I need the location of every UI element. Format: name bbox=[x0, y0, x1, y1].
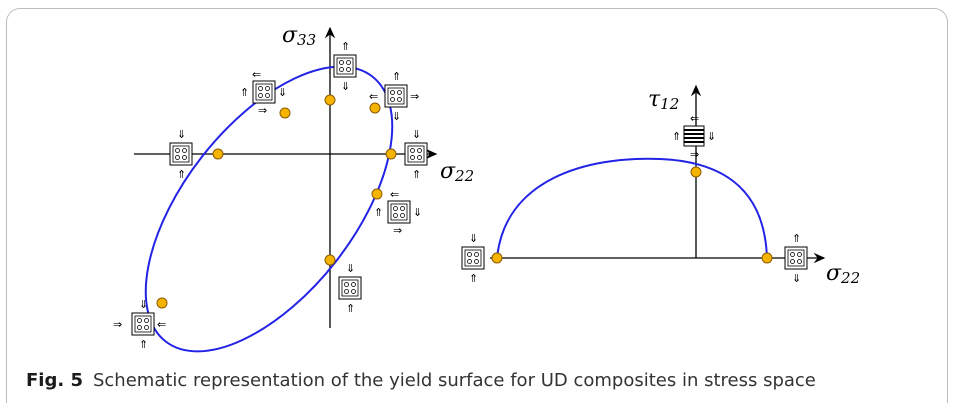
svg-text:⇐: ⇐ bbox=[157, 318, 166, 331]
svg-text:⇑: ⇑ bbox=[346, 302, 355, 315]
svg-text:⇑: ⇑ bbox=[469, 272, 478, 285]
svg-text:⇑: ⇑ bbox=[139, 338, 148, 351]
right-marker-right bbox=[761, 252, 773, 264]
left-marker-right-axis bbox=[385, 148, 397, 160]
left-stress-symbols: ⇑⇓ ⇑⇒⇐⇓ ⇐⇑⇓⇒ ⇓⇑ ⇓⇑ ⇐⇑⇓⇒ ⇓⇑ ⇓⇒⇐⇑ bbox=[113, 40, 428, 351]
svg-text:⇐: ⇐ bbox=[690, 112, 699, 125]
svg-text:⇐: ⇐ bbox=[252, 68, 261, 81]
right-marker-left bbox=[491, 252, 503, 264]
svg-text:⇓: ⇓ bbox=[469, 232, 478, 245]
svg-text:⇓: ⇓ bbox=[278, 86, 287, 99]
svg-text:⇒: ⇒ bbox=[690, 148, 699, 161]
svg-text:⇐: ⇐ bbox=[390, 188, 399, 201]
left-marker-top-left bbox=[279, 107, 291, 119]
left-y-axis-label: σ33 bbox=[282, 23, 316, 49]
right-x-axis-label: σ22 bbox=[826, 261, 860, 287]
right-y-axis-label: τ12 bbox=[648, 87, 679, 113]
right-plot: τ12 σ22 ⇓ ⇑ ⇑ ⇓ ⇐ ⇑ ⇓ ⇒ bbox=[461, 84, 860, 287]
svg-text:⇑: ⇑ bbox=[392, 70, 401, 83]
left-marker-top bbox=[324, 94, 336, 106]
svg-text:⇒: ⇒ bbox=[258, 104, 267, 117]
svg-text:⇓: ⇓ bbox=[413, 206, 422, 219]
left-marker-bottom-left bbox=[156, 297, 168, 309]
svg-text:⇑: ⇑ bbox=[177, 168, 186, 181]
left-marker-right-low bbox=[371, 188, 383, 200]
right-stress-symbols: ⇓ ⇑ ⇑ ⇓ ⇐ ⇑ ⇓ ⇒ bbox=[461, 112, 808, 285]
svg-text:⇑: ⇑ bbox=[240, 86, 249, 99]
left-marker-top-right bbox=[369, 102, 381, 114]
svg-text:⇑: ⇑ bbox=[672, 130, 681, 143]
left-marker-bottom-axis bbox=[324, 254, 336, 266]
figure-label: Fig. 5 bbox=[26, 370, 83, 391]
svg-text:⇓: ⇓ bbox=[139, 298, 148, 311]
svg-text:⇓: ⇓ bbox=[412, 128, 421, 141]
svg-text:⇑: ⇑ bbox=[792, 232, 801, 245]
svg-text:⇓: ⇓ bbox=[177, 128, 186, 141]
svg-text:⇒: ⇒ bbox=[113, 318, 122, 331]
svg-text:⇓: ⇓ bbox=[392, 110, 401, 123]
figure-caption: Fig. 5 Schematic representation of the yi… bbox=[26, 370, 816, 391]
svg-text:⇒: ⇒ bbox=[393, 224, 402, 237]
svg-text:⇓: ⇓ bbox=[707, 130, 716, 143]
svg-text:⇓: ⇓ bbox=[792, 272, 801, 285]
svg-text:⇓: ⇓ bbox=[341, 80, 350, 93]
left-marker-left-axis bbox=[212, 148, 224, 160]
right-yield-curve bbox=[496, 157, 768, 259]
right-marker-top bbox=[690, 166, 702, 178]
svg-text:⇓: ⇓ bbox=[346, 262, 355, 275]
left-yield-curve bbox=[144, 65, 394, 353]
svg-text:⇒: ⇒ bbox=[410, 90, 419, 103]
left-x-axis-label: σ22 bbox=[440, 159, 474, 185]
left-plot: σ33 σ22 ⇑⇓ ⇑⇒⇐⇓ ⇐⇑⇓⇒ ⇓⇑ bbox=[113, 23, 474, 353]
svg-text:⇑: ⇑ bbox=[341, 40, 350, 53]
svg-text:⇑: ⇑ bbox=[374, 206, 383, 219]
svg-text:⇑: ⇑ bbox=[412, 168, 421, 181]
figure-caption-text: Schematic representation of the yield su… bbox=[92, 370, 816, 391]
figure-frame bbox=[6, 8, 948, 403]
svg-text:⇐: ⇐ bbox=[369, 90, 378, 103]
